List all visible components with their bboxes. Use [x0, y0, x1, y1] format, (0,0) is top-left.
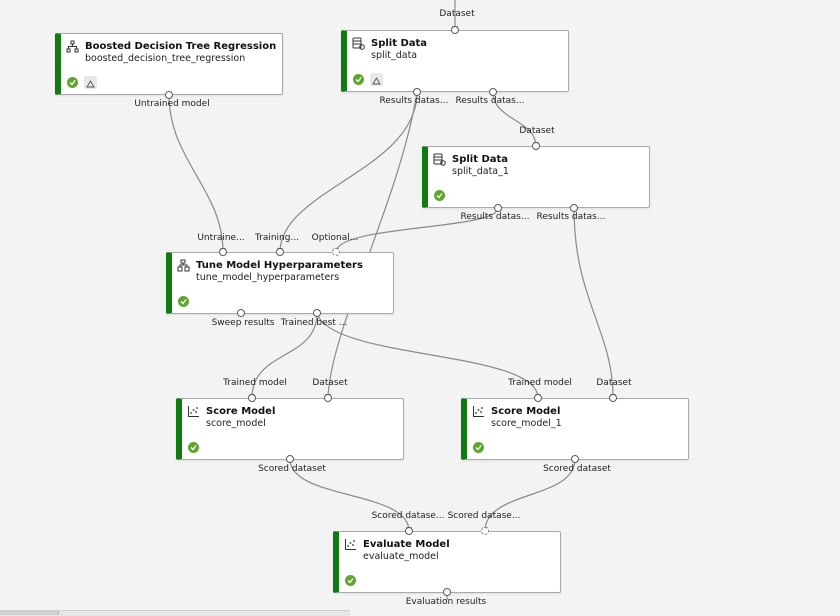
split-data-icon: [352, 37, 365, 50]
tree-icon: [66, 40, 79, 53]
evaluate-icon: [345, 539, 356, 550]
port-label: Results datas...: [455, 96, 525, 106]
port-score2-input-model[interactable]: [534, 394, 542, 402]
module-title: Score Model: [206, 406, 276, 417]
status-check-icon: [353, 74, 364, 85]
port-label: Results datas...: [460, 212, 530, 222]
port-tune-input-training[interactable]: [276, 248, 284, 256]
module-subtitle: evaluate_model: [363, 551, 439, 562]
reuse-icon: [84, 76, 97, 89]
module-boosted-decision-tree-regression[interactable]: Boosted Decision Tree Regression boosted…: [55, 33, 283, 95]
port-label: Scored datase...: [447, 511, 521, 521]
status-check-icon: [188, 442, 199, 453]
port-score2-output[interactable]: [571, 455, 579, 463]
status-check-icon: [345, 575, 356, 586]
port-evaluate-input-1[interactable]: [405, 527, 413, 535]
module-title: Split Data: [452, 154, 509, 165]
module-subtitle: split_data_1: [452, 166, 509, 177]
port-label: Sweep results: [211, 318, 275, 328]
port-tune-output-sweep[interactable]: [237, 309, 245, 317]
port-label: Scored dataset: [258, 464, 326, 474]
status-check-icon: [178, 296, 189, 307]
port-label: Trained model: [508, 378, 572, 388]
port-split2-output-1[interactable]: [494, 204, 502, 212]
port-tune-input-untrained[interactable]: [219, 248, 227, 256]
score-icon: [473, 406, 484, 417]
port-label: Trained best ...: [280, 318, 348, 328]
port-label: Scored dataset: [543, 464, 611, 474]
module-title: Score Model: [491, 406, 561, 417]
module-tune-model-hyperparameters[interactable]: Tune Model Hyperparameters tune_model_hy…: [166, 252, 394, 314]
port-label: Dataset: [519, 126, 555, 136]
module-title: Evaluate Model: [363, 539, 450, 550]
wire-tune-to-score2: [316, 312, 539, 399]
split-data-icon: [433, 153, 446, 166]
wire-boosted-to-tune: [168, 94, 224, 253]
score-icon: [188, 406, 199, 417]
port-label: Trained model: [223, 378, 287, 388]
module-title: Boosted Decision Tree Regression: [85, 41, 277, 52]
port-score1-input-model[interactable]: [248, 394, 256, 402]
port-label: Results datas...: [379, 96, 449, 106]
status-check-icon: [434, 190, 445, 201]
module-score-model[interactable]: Score Model score_model: [176, 398, 404, 460]
port-label: Untraine...: [197, 233, 245, 243]
wire-split1-to-tune-training: [279, 91, 418, 253]
port-label: Evaluation results: [405, 597, 487, 607]
port-boosted-output[interactable]: [165, 91, 173, 99]
top-input-label: Dataset: [439, 9, 475, 19]
module-title: Split Data: [371, 38, 428, 49]
port-score2-input-dataset[interactable]: [609, 394, 617, 402]
status-check-icon: [67, 77, 78, 88]
module-subtitle: tune_model_hyperparameters: [196, 272, 340, 283]
port-tune-input-optional[interactable]: [332, 248, 340, 256]
port-label: Optional...: [311, 233, 359, 243]
port-split2-input[interactable]: [532, 142, 540, 150]
port-split2-output-2[interactable]: [570, 204, 578, 212]
port-label: Dataset: [312, 378, 348, 388]
port-split1-input[interactable]: [451, 26, 459, 34]
module-split-data-1[interactable]: Split Data split_data_1: [422, 146, 650, 208]
port-tune-output-trained[interactable]: [313, 309, 321, 317]
port-label: Scored datase...: [371, 511, 445, 521]
module-score-model-1[interactable]: Score Model score_model_1: [461, 398, 689, 460]
module-subtitle: score_model_1: [491, 418, 562, 429]
tune-icon: [177, 259, 190, 272]
port-split1-output-2[interactable]: [489, 88, 497, 96]
reuse-icon: [370, 73, 383, 86]
port-score1-input-dataset[interactable]: [324, 394, 332, 402]
module-evaluate-model[interactable]: Evaluate Model evaluate_model: [333, 531, 561, 593]
wire-split1-to-score1-dataset: [327, 91, 418, 399]
module-subtitle: score_model: [206, 418, 266, 429]
module-split-data[interactable]: Split Data split_data: [341, 30, 569, 92]
port-split1-output-1[interactable]: [413, 88, 421, 96]
port-label: Untrained model: [134, 99, 210, 109]
status-check-icon: [473, 442, 484, 453]
port-evaluate-output[interactable]: [443, 588, 451, 596]
wire-split2-to-score2-dataset: [573, 207, 614, 399]
port-label: Training...: [254, 233, 300, 243]
module-title: Tune Model Hyperparameters: [196, 260, 363, 271]
port-label: Results datas...: [536, 212, 606, 222]
port-score1-output[interactable]: [286, 455, 294, 463]
horizontal-scrollbar[interactable]: [0, 610, 350, 616]
port-label: Dataset: [596, 378, 632, 388]
scrollbar-thumb[interactable]: [0, 611, 59, 615]
module-subtitle: boosted_decision_tree_regression: [85, 53, 246, 64]
port-evaluate-input-2[interactable]: [481, 527, 489, 535]
module-subtitle: split_data: [371, 50, 418, 61]
